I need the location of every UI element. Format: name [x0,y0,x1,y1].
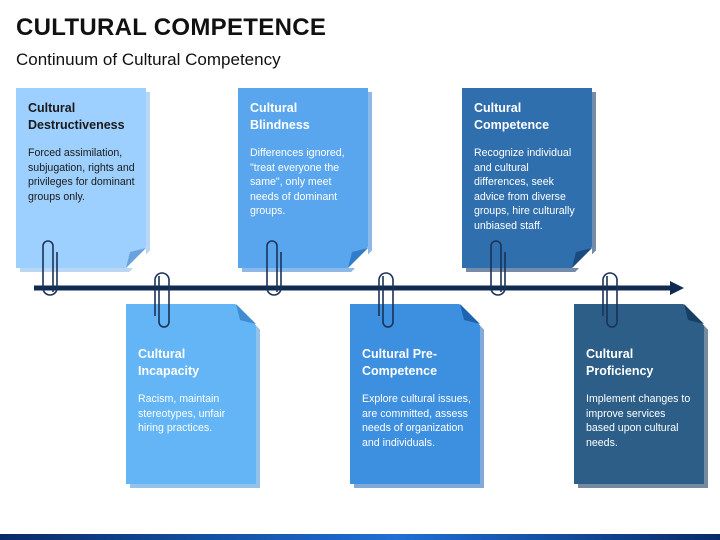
paper-clip-icon [490,240,506,296]
page-title: CULTURAL COMPETENCE [16,14,327,41]
stage-card-competence: Cultural Competence Recognize individual… [462,88,596,272]
stage-title: Cultural Pre- Competence [362,347,438,378]
paper-clip-icon [602,272,618,328]
stage-description: Implement changes to improve services ba… [586,393,691,449]
stage-title: Cultural Blindness [250,101,310,132]
paper-clip-icon [378,272,394,328]
page-subtitle: Continuum of Cultural Competency [16,50,281,69]
stage-description: Differences ignored, "treat everyone the… [250,147,345,217]
stage-description: Racism, maintain stereotypes, unfair hir… [138,393,226,434]
bottom-accent-bar [0,534,720,540]
stage-card-incapacity: Cultural Incapacity Racism, maintain ste… [126,304,260,488]
stage-card-proficiency: Cultural Proficiency Implement changes t… [574,304,708,488]
stage-card-pre-competence: Cultural Pre- Competence Explore cultura… [350,304,484,488]
stage-description: Forced assimilation, subjugation, rights… [28,147,135,203]
stage-title: Cultural Incapacity [138,347,200,378]
stage-description: Recognize individual and cultural differ… [474,147,575,232]
stage-title: Cultural Destructiveness [28,101,125,132]
paper-clip-icon [42,240,58,296]
stage-title: Cultural Proficiency [586,347,654,378]
paper-clip-icon [154,272,170,328]
paper-clip-icon [266,240,282,296]
stage-title: Cultural Competence [474,101,550,132]
stage-card-blindness: Cultural Blindness Differences ignored, … [238,88,372,272]
stage-description: Explore cultural issues, are committed, … [362,393,471,449]
stage-card-destructiveness: Cultural Destructiveness Forced assimila… [16,88,150,272]
